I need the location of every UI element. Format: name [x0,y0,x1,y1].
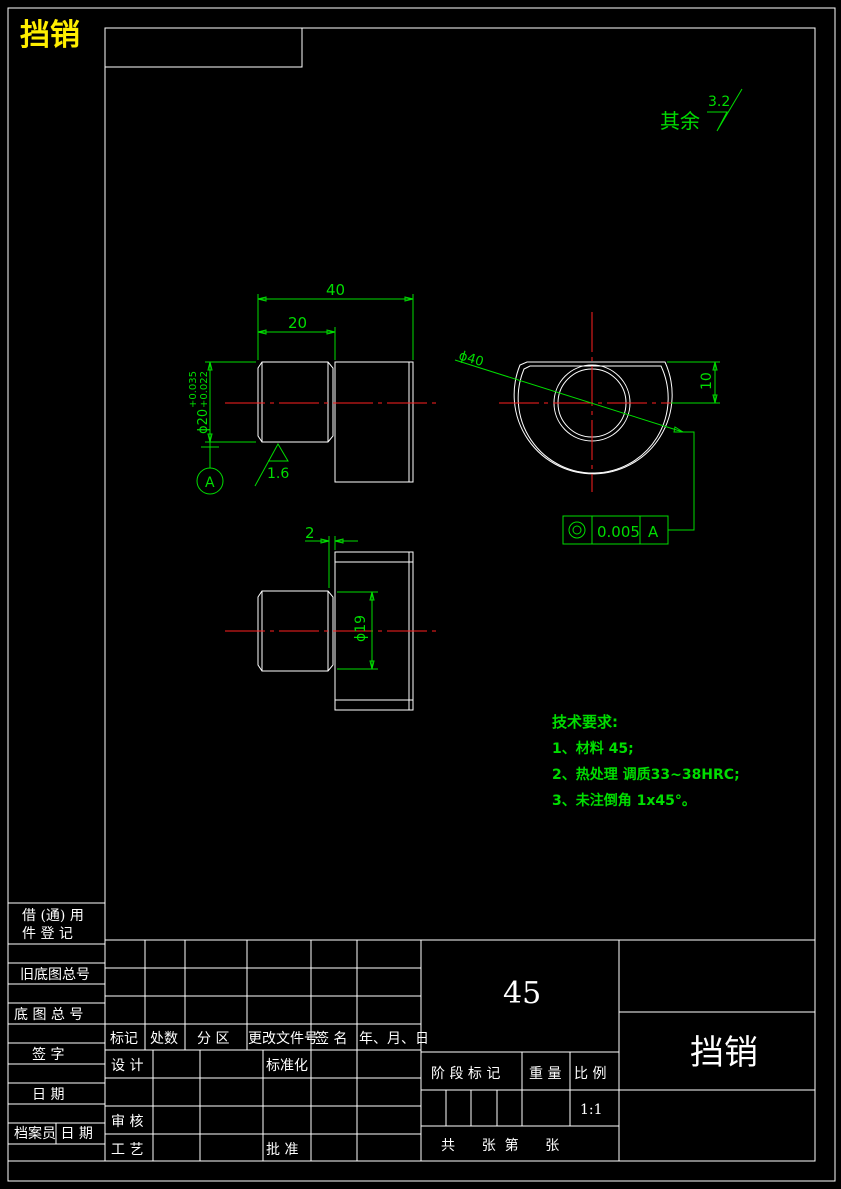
review-label: 审 核 [111,1114,143,1130]
surface-finish-prefix: 其余 [660,109,700,133]
tolerance-datum: A [648,523,659,541]
top-view: 2 ϕ19 [225,524,437,711]
dim-diameter: ϕ20 [196,409,211,434]
surface-finish-symbol: 其余 3.2 [660,88,743,133]
header-change-doc: 更改文件号 [248,1031,318,1047]
standardization-label: 标准化 [266,1058,308,1074]
dim-tol-lower: +0.022 [199,371,210,408]
header-signature: 签 名 [315,1030,347,1047]
tolerance-value: 0.005 [597,523,640,541]
front-view: 40 20 ϕ20 +0.035 +0.022 A 1.6 [188,281,437,495]
dim-chamfer-width: 2 [305,524,315,542]
tech-title: 技术要求: [552,713,618,731]
reg-label: 底 图 总 号 [14,1007,83,1023]
weight-label: 重 量 [529,1066,561,1082]
sheet-count: 共 张 第 张 [441,1137,559,1154]
scale-value: 1:1 [580,1102,603,1118]
dim-overall-length: 40 [326,281,345,299]
side-view: ϕ40 10 0.005 A [454,312,720,545]
design-label: 设 计 [111,1058,143,1074]
title-block: 45 挡销 标记 处数 分 区 更改文件号 签 名 年、月、日 设 计 标准化 … [104,939,816,1162]
reg-label: 档案员 日 期 [14,1125,93,1142]
header-count: 处数 [150,1031,178,1047]
reg-label: 旧底图总号 [20,967,90,983]
header-zone: 分 区 [197,1031,229,1047]
tech-item: 1、材料 45; [552,740,634,757]
dim-flat-height: 10 [699,372,715,390]
material-value: 45 [503,976,541,1011]
surface-finish-value: 3.2 [708,94,730,110]
dim-step-length: 20 [288,314,307,332]
roughness-symbol [254,442,289,487]
datum-label: A [205,475,215,491]
dim-tol-upper: +0.035 [188,371,199,408]
reg-label: 签 字 [32,1046,64,1063]
header-mark: 标记 [110,1031,138,1047]
header-date: 年、月、日 [359,1031,429,1047]
corner-title: 挡销 [20,18,80,53]
left-registration-block: 借 (通) 用 件 登 记 旧底图总号 底 图 总 号 签 字 日 期 档案员 … [7,902,106,1162]
stage-mark-label: 阶 段 标 记 [431,1066,500,1082]
reg-label: 日 期 [32,1087,64,1103]
reg-label: 借 (通) 用 [22,908,84,924]
dim-flat-diameter: ϕ19 [353,615,369,642]
dim-outer-diameter: ϕ40 [457,348,485,370]
tech-item: 3、未注倒角 1x45°。 [552,792,696,809]
part-name: 挡销 [690,1033,758,1073]
scale-label: 比 例 [574,1066,606,1082]
reg-label: 件 登 记 [22,926,73,942]
technical-requirements: 技术要求: 1、材料 45; 2、热处理 调质33~38HRC; 3、未注倒角 … [552,713,740,809]
tolerance-frame [562,515,669,545]
tech-item: 2、热处理 调质33~38HRC; [552,766,740,783]
approve-label: 批 准 [266,1142,298,1158]
process-label: 工 艺 [111,1142,143,1158]
roughness-value: 1.6 [267,466,289,482]
